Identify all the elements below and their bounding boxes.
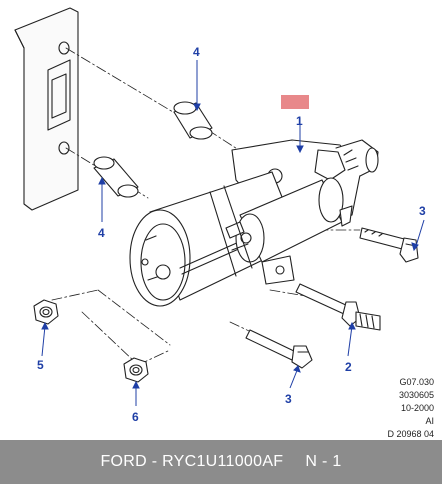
bolt-lower — [245, 329, 313, 369]
reference-line: 10-2000 — [400, 403, 434, 413]
sheet-number: N - 1 — [305, 453, 342, 470]
callout-label-2: 2 — [345, 360, 352, 374]
starter-motor — [129, 139, 379, 307]
flange-nut-bottom — [123, 357, 149, 383]
callout-label-4: 4 — [98, 226, 105, 240]
callout-label-6: 6 — [132, 410, 139, 424]
callout-label-4: 4 — [193, 45, 200, 59]
callout-label-1: 1 — [296, 114, 303, 128]
callout-label-5: 5 — [37, 358, 44, 372]
reference-line: D 20968 04 — [387, 429, 434, 439]
bolt-upper-right — [359, 227, 419, 263]
highlight-marker — [281, 95, 309, 109]
callout-leaders — [41, 60, 425, 406]
reference-line: AI — [425, 416, 434, 426]
dowel-sleeve-lower — [93, 156, 139, 198]
part-number-footer: FORD - RYC1U11000AF N - 1 — [0, 440, 442, 484]
callout-label-3: 3 — [285, 392, 292, 406]
dowel-sleeve-upper — [173, 101, 213, 140]
mounting-bracket — [14, 7, 79, 211]
reference-codes: G07.030 3030605 10-2000 AI D 20968 04 — [387, 376, 434, 441]
exploded-parts-diagram — [14, 7, 425, 406]
flange-nut-left — [33, 299, 59, 325]
reference-line: 3030605 — [398, 390, 434, 400]
reference-line: G07.030 — [399, 377, 434, 387]
bolt-right — [295, 283, 381, 331]
callout-label-3: 3 — [419, 204, 426, 218]
part-number: FORD - RYC1U11000AF — [100, 453, 284, 470]
